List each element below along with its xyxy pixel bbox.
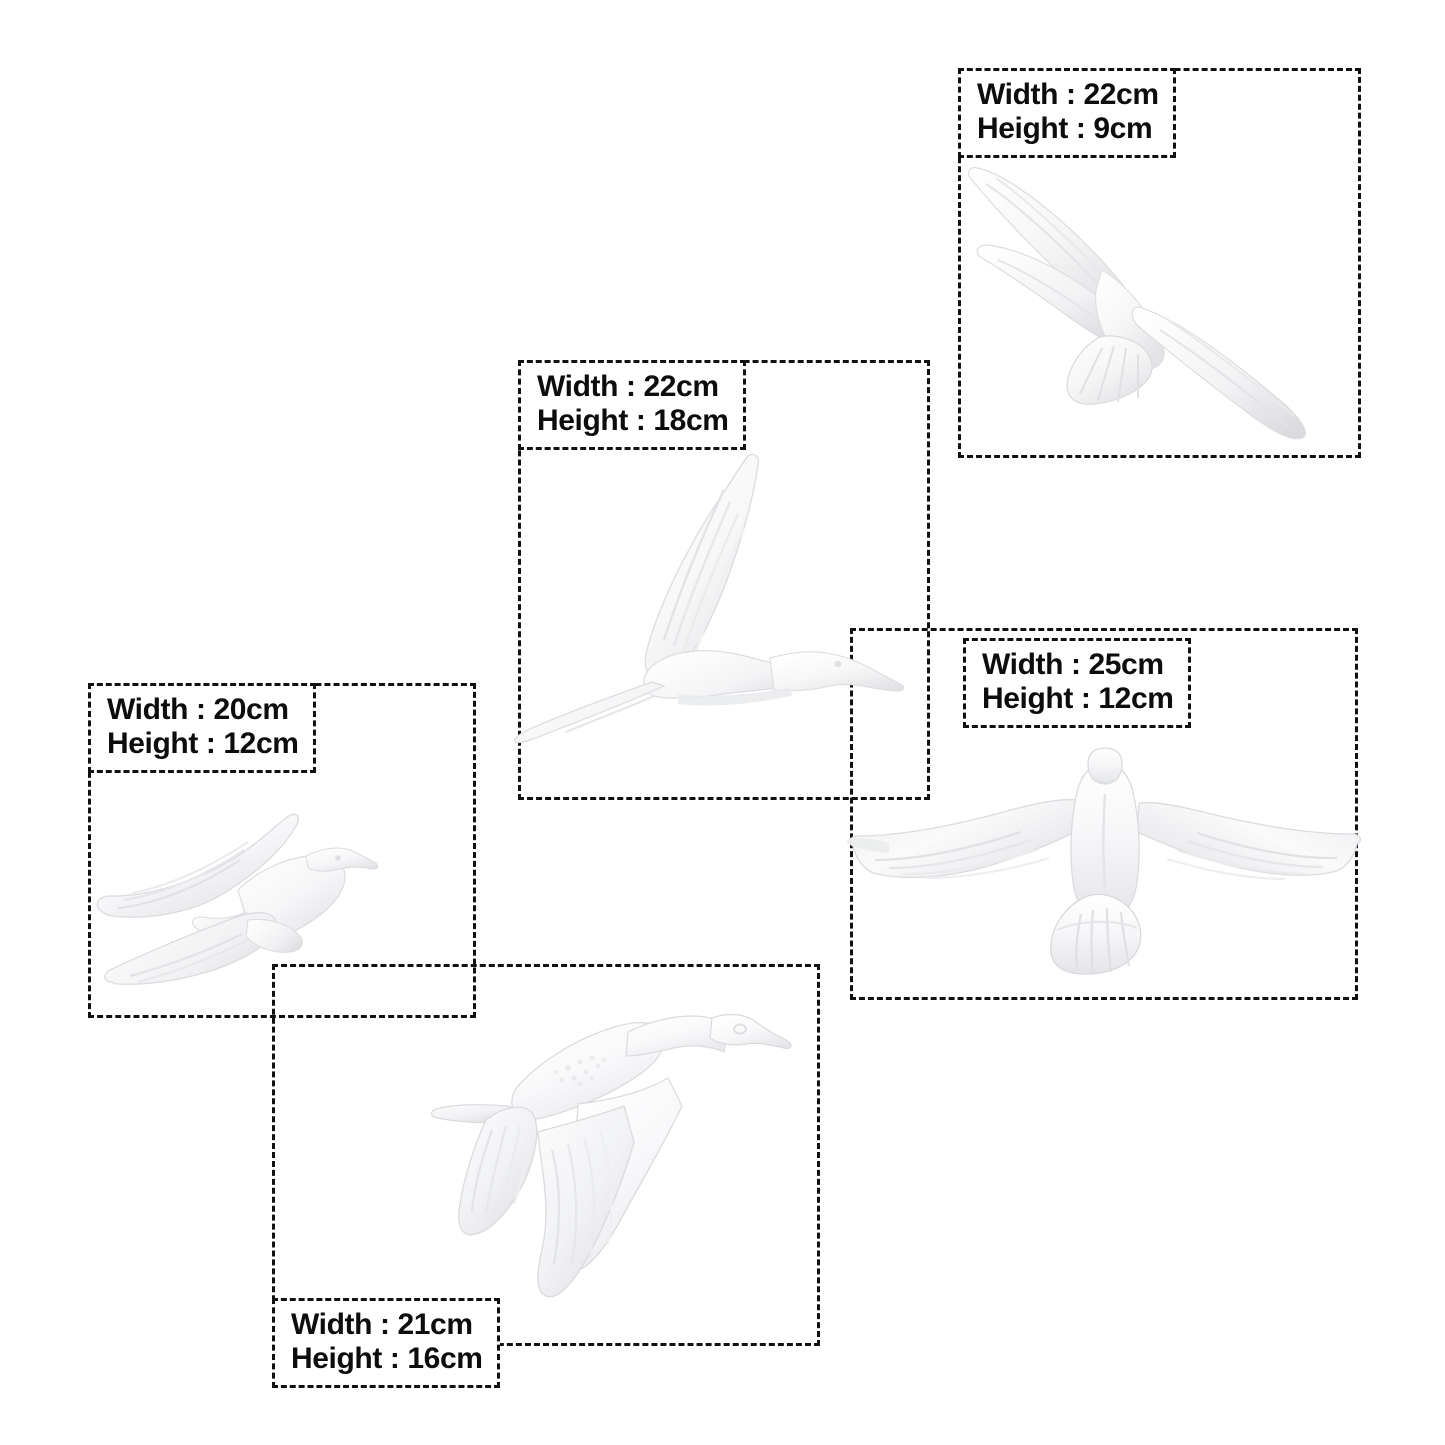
width-value: Width : 22cm	[977, 78, 1159, 111]
dimension-label-dove-front-spread: Width : 25cm Height : 12cm	[963, 638, 1191, 728]
width-value: Width : 20cm	[107, 693, 289, 726]
width-value: Width : 22cm	[537, 370, 719, 403]
dimension-label-swallow-v-wings: Width : 20cm Height : 12cm	[88, 683, 316, 773]
dimension-label-crane-diving: Width : 21cm Height : 16cm	[272, 1298, 500, 1388]
figure-seagull-gliding	[952, 150, 1342, 440]
figure-crane-diving	[428, 1012, 798, 1312]
figure-dove-front-spread	[845, 747, 1365, 983]
height-value: Height : 12cm	[982, 681, 1174, 715]
height-value: Height : 12cm	[107, 726, 299, 760]
dimension-label-bird-side-profile-wing-up: Width : 22cm Height : 18cm	[518, 360, 746, 450]
width-value: Width : 21cm	[291, 1308, 473, 1341]
dimension-label-seagull-gliding: Width : 22cm Height : 9cm	[958, 68, 1176, 158]
figure-swallow-v-wings	[88, 760, 428, 1010]
height-value: Height : 9cm	[977, 111, 1153, 145]
height-value: Height : 18cm	[537, 403, 729, 437]
height-value: Height : 16cm	[291, 1341, 483, 1375]
width-value: Width : 25cm	[982, 648, 1164, 681]
figure-bird-side-profile-wing-up	[508, 450, 908, 775]
